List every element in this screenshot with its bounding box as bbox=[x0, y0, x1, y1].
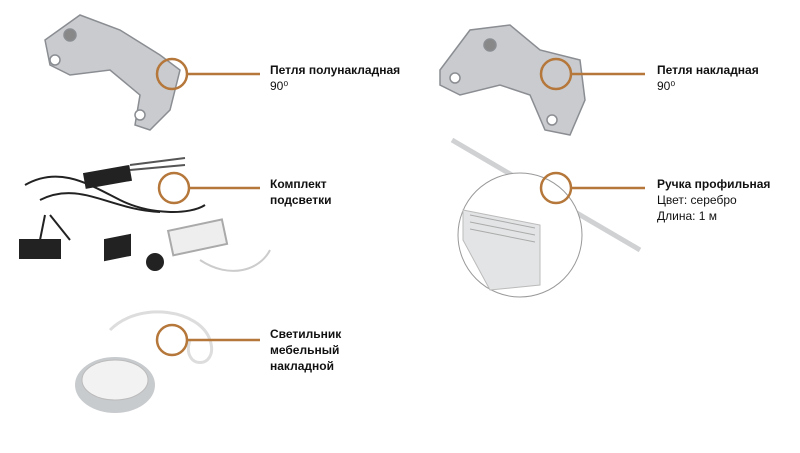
product-title: Петля полунакладная bbox=[270, 63, 401, 77]
product-title: Светильник bbox=[270, 327, 342, 341]
product-label-hinge-half-overlay: Петля полунакладная 90⁰ bbox=[270, 62, 400, 94]
product-title: мебельный bbox=[270, 343, 340, 357]
product-label-hinge-overlay: Петля накладная 90⁰ bbox=[657, 62, 759, 94]
product-detail: Длина: 1 м bbox=[657, 209, 718, 223]
product-title: накладной bbox=[270, 359, 334, 373]
product-label-led-kit: Комплект подсветки bbox=[270, 176, 332, 208]
product-detail: 90⁰ bbox=[270, 79, 289, 93]
hinge-half-overlay-image bbox=[44, 14, 181, 131]
product-title: Петля накладная bbox=[657, 63, 759, 77]
product-detail: 90⁰ bbox=[657, 79, 676, 93]
product-label-profile-handle: Ручка профильная Цвет: серебро Длина: 1 … bbox=[657, 176, 770, 224]
led-lighting-kit-image bbox=[19, 157, 271, 272]
product-label-furniture-lamp: Светильник мебельный накладной bbox=[270, 326, 341, 374]
furniture-lamp-image bbox=[75, 310, 214, 413]
product-title: подсветки bbox=[270, 193, 332, 207]
profile-handle-image bbox=[450, 137, 642, 298]
product-title: Ручка профильная bbox=[657, 177, 771, 191]
product-title: Комплект bbox=[270, 177, 327, 191]
callout-markers bbox=[155, 57, 645, 357]
product-detail: Цвет: серебро bbox=[657, 193, 737, 207]
hinge-overlay-image bbox=[439, 24, 586, 136]
